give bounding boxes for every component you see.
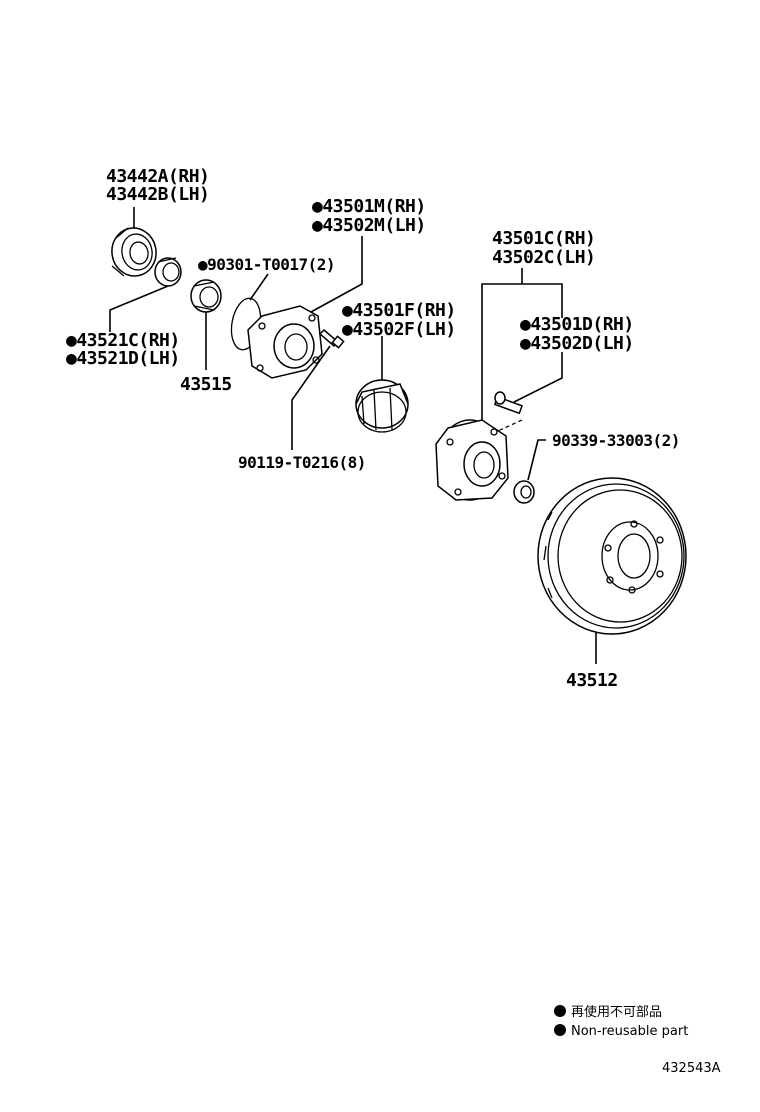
part-labels: 43442A(RH) 43442B(LH) ●43501M(RH) ●43502… [66, 166, 680, 691]
legend: 再使用不可部品 Non-reusable part [554, 1004, 688, 1039]
hub-bolt-part [493, 391, 524, 415]
label-cover-lh: ●43502F(LH) [342, 319, 456, 340]
label-cover-rh: ●43501F(RH) [342, 300, 456, 321]
lock-nut-part [513, 480, 535, 504]
bolt-part [318, 328, 345, 349]
label-bolt: 90119-T0216(8) [238, 453, 366, 472]
label-hub-bolt-rh: ●43501D(RH) [520, 314, 634, 335]
marker-symbol: ● [66, 330, 77, 351]
marker-symbol: ● [342, 319, 353, 340]
label-snap-ring-lh: ●43521D(LH) [66, 348, 180, 369]
cover-part [355, 379, 409, 433]
legend-bullet-icon [554, 1024, 566, 1036]
label-bearing: 43515 [180, 374, 232, 395]
marker-symbol: ● [520, 314, 531, 335]
marker-symbol: ● [312, 215, 323, 236]
brake-disc-part [537, 477, 687, 635]
marker-symbol: ● [198, 255, 208, 274]
figure-code: 432543A [662, 1061, 721, 1076]
snap-ring-part [154, 257, 182, 287]
marker-symbol: ● [66, 348, 77, 369]
legend-item-jp: 再使用不可部品 [571, 1004, 662, 1020]
label-lock-nut: 90339-33003(2) [552, 431, 680, 450]
label-hub-bearing-lh: ●43502M(LH) [312, 215, 426, 236]
front-axle-hub-part [435, 419, 509, 501]
legend-item-en: Non-reusable part [571, 1024, 688, 1039]
bearing-part [190, 279, 222, 313]
label-hub-bolt-lh: ●43502D(LH) [520, 333, 634, 354]
label-snap-ring-rh: ●43521C(RH) [66, 330, 180, 351]
marker-symbol: ● [342, 300, 353, 321]
label-oil-seal-lh: 43442B(LH) [106, 184, 209, 205]
label-hub-nut: ●90301-T0017(2) [198, 255, 335, 274]
marker-symbol: ● [520, 333, 531, 354]
oil-seal-part [111, 227, 157, 277]
label-disc: 43512 [566, 670, 618, 691]
leader-lines [109, 207, 597, 664]
label-axle-hub-lh: 43502C(LH) [492, 247, 595, 268]
label-hub-bearing-rh: ●43501M(RH) [312, 196, 426, 217]
hub-bearing-part [247, 305, 323, 379]
marker-symbol: ● [312, 196, 323, 217]
label-oil-seal-rh: 43442A(RH) [106, 166, 209, 187]
label-axle-hub-rh: 43501C(RH) [492, 228, 595, 249]
legend-bullet-icon [554, 1005, 566, 1017]
